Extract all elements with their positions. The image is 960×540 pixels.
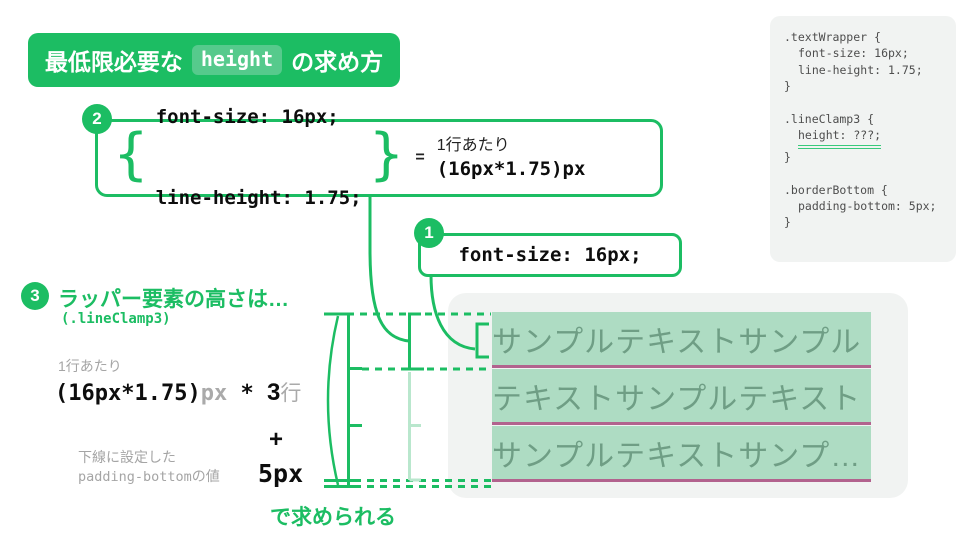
code-line: .textWrapper { (784, 30, 881, 44)
padding-note-line2: padding-bottomの値 (78, 466, 220, 486)
conclusion-text: で求められる (270, 506, 396, 529)
step3-badge: 3 (21, 282, 49, 310)
css-code-panel: .textWrapper { font-size: 16px; line-hei… (770, 16, 956, 262)
step1-box: font-size: 16px; (418, 233, 682, 277)
equals-sign: = (415, 149, 425, 166)
code-line-height-unknown: height: ???; (784, 127, 942, 149)
formula-line-count: 3 (266, 379, 281, 406)
sample-text-lines: サンプルテキストサンプル テキストサンプルテキスト サンプルテキストサンプ… (492, 312, 871, 483)
per-line-label: 1行あたり (58, 358, 122, 374)
code-line: .borderBottom { (784, 182, 888, 197)
code-line: } (784, 215, 791, 230)
title-suffix: の求め方 (291, 49, 384, 75)
code-line: font-size: 16px; (798, 46, 909, 61)
ruler-ticks (324, 312, 362, 488)
step1-badge: 1 (414, 218, 444, 248)
title-banner: 最低限必要な height の求め方 (28, 33, 400, 87)
padding-note-code: padding-bottom (78, 469, 192, 485)
sample-text-line-2: テキストサンプルテキスト (492, 369, 871, 425)
formula-operator: * (227, 381, 267, 406)
step2-code: font-size: 16px; line-height: 1.75; (155, 106, 362, 209)
code-line: } (784, 79, 791, 94)
formula-line-unit: 行 (280, 382, 302, 405)
ruler-brace-arc (326, 315, 340, 486)
open-brace-glyph: { (114, 122, 148, 187)
line-height-bracket (408, 312, 424, 371)
title-height-chip: height (191, 45, 283, 75)
code-line: padding-bottom: 5px; (798, 199, 937, 214)
step3-heading: ラッパー要素の高さは… (58, 288, 289, 311)
step2-result: 1行あたり (16px*1.75)px (436, 136, 586, 180)
formula-base-unit: px (200, 381, 228, 406)
code-line: line-height: 1.75; (798, 62, 923, 77)
padding-value: 5px (258, 459, 304, 488)
sample-text-line-3: サンプルテキストサンプ… (492, 426, 871, 482)
step2-badge: 2 (82, 104, 112, 134)
step3-selector: (.lineClamp3) (61, 311, 171, 327)
step1-code: font-size: 16px; (458, 243, 642, 266)
line-height-bracket-repeat (408, 372, 421, 482)
connector-curve-step2 (368, 197, 410, 343)
sample-text-line-1: サンプルテキストサンプル (492, 312, 871, 368)
code-line: } (784, 149, 791, 164)
step2-box: { font-size: 16px; line-height: 1.75; } … (95, 106, 663, 209)
plus-sign: + (269, 426, 284, 453)
code-line-blank (784, 165, 942, 181)
padding-note-suffix: の値 (191, 468, 220, 484)
height-formula: (16px*1.75)px * 3行 (55, 377, 301, 407)
formula-base: (16px*1.75) (55, 381, 201, 406)
code-line: .lineClamp3 { (784, 112, 875, 127)
code-line-blank (784, 95, 942, 111)
close-brace-glyph: } (369, 122, 404, 187)
padding-note-line1: 下線に設定した (78, 449, 176, 465)
title-prefix: 最低限必要な (44, 49, 183, 75)
